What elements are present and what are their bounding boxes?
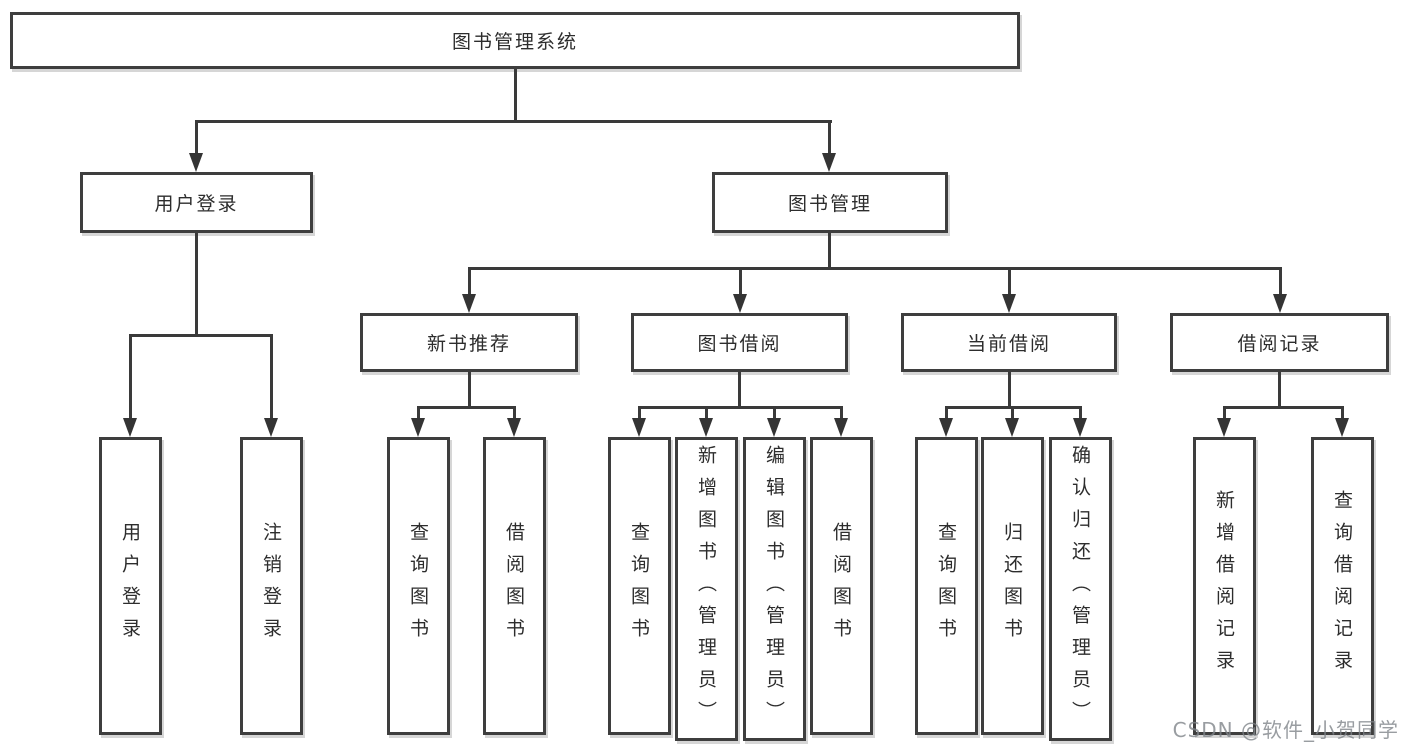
node-book-borrow: 图书借阅: [631, 313, 848, 372]
arrow-down-icon: [189, 153, 203, 172]
arrow-down-icon: [462, 294, 476, 313]
connector-recommend-hbar: [417, 406, 516, 409]
connector-bookmgmt-hbar: [468, 267, 1282, 270]
arrow-down-icon: [699, 418, 713, 437]
connector-root-drop-2: [828, 120, 831, 156]
arrow-down-icon: [1335, 418, 1349, 437]
connector-recommend-drop-2: [513, 406, 516, 420]
leaf-borrow-books-recommend: 借阅图书: [483, 437, 546, 735]
arrow-down-icon: [264, 418, 278, 437]
connector-bookmgmt-drop-2: [739, 267, 742, 296]
connector-records-hbar: [1223, 406, 1344, 409]
connector-borrow-drop-4: [840, 406, 843, 420]
connector-borrow-stem: [738, 372, 741, 409]
arrow-down-icon: [767, 418, 781, 437]
arrow-down-icon: [507, 418, 521, 437]
arrow-down-icon: [834, 418, 848, 437]
leaf-label: 用户登录: [119, 522, 141, 650]
connector-records-stem: [1278, 372, 1281, 409]
connector-borrow-drop-3: [773, 406, 776, 420]
leaf-query-books-recommend: 查询图书: [387, 437, 450, 735]
node-root: 图书管理系统: [10, 12, 1020, 69]
connector-bookmgmt-drop-1: [468, 267, 471, 296]
connector-borrow-drop-2: [705, 406, 708, 420]
leaf-label: 新增图书（管理员）: [695, 445, 717, 733]
connector-root-stem: [514, 69, 517, 121]
arrow-down-icon: [939, 418, 953, 437]
arrow-down-icon: [1217, 418, 1231, 437]
connector-bookmgmt-drop-4: [1279, 267, 1282, 296]
connector-records-drop-1: [1223, 406, 1226, 420]
arrow-down-icon: [1273, 294, 1287, 313]
leaf-logout: 注销登录: [240, 437, 303, 735]
connector-recommend-stem: [468, 372, 471, 409]
arrow-down-icon: [411, 418, 425, 437]
leaf-label: 查询借阅记录: [1331, 490, 1353, 682]
node-new-book-recommend: 新书推荐: [360, 313, 578, 372]
leaf-borrow-books-2: 借阅图书: [810, 437, 873, 735]
connector-current-drop-2: [1011, 406, 1014, 420]
connector-root-hbar: [195, 120, 832, 123]
arrow-down-icon: [822, 153, 836, 172]
leaf-label: 查询图书: [407, 522, 429, 650]
leaf-label: 确认归还（管理员）: [1069, 445, 1091, 733]
connector-borrow-drop-1: [638, 406, 641, 420]
arrow-down-icon: [1005, 418, 1019, 437]
node-book-management: 图书管理: [712, 172, 948, 233]
leaf-label: 归还图书: [1001, 522, 1023, 650]
connector-current-drop-3: [1079, 406, 1082, 420]
connector-current-stem: [1008, 372, 1011, 409]
connector-userlogin-drop-2: [270, 334, 273, 420]
connector-userlogin-stem: [195, 233, 198, 337]
arrow-down-icon: [1073, 418, 1087, 437]
connector-current-drop-1: [945, 406, 948, 420]
leaf-add-book-admin: 新增图书（管理员）: [675, 437, 738, 741]
csdn-watermark: CSDN @软件_小贺同学: [1172, 718, 1399, 742]
node-borrow-records: 借阅记录: [1170, 313, 1389, 372]
leaf-user-login: 用户登录: [99, 437, 162, 735]
leaf-edit-book-admin: 编辑图书（管理员）: [743, 437, 806, 741]
arrow-down-icon: [733, 294, 747, 313]
leaf-label: 编辑图书（管理员）: [763, 445, 785, 733]
node-current-borrow: 当前借阅: [901, 313, 1117, 372]
leaf-query-books-current: 查询图书: [915, 437, 978, 735]
leaf-add-borrow-record: 新增借阅记录: [1193, 437, 1256, 735]
leaf-query-borrow-record: 查询借阅记录: [1311, 437, 1374, 735]
connector-bookmgmt-stem: [828, 233, 831, 270]
connector-bookmgmt-drop-3: [1008, 267, 1011, 296]
connector-userlogin-hbar: [129, 334, 273, 337]
arrow-down-icon: [123, 418, 137, 437]
connector-borrow-hbar: [638, 406, 843, 409]
connector-root-drop-1: [195, 120, 198, 156]
connector-userlogin-drop-1: [129, 334, 132, 420]
arrow-down-icon: [1002, 294, 1016, 313]
leaf-label: 借阅图书: [830, 522, 852, 650]
node-user-login: 用户登录: [80, 172, 313, 233]
leaf-return-book: 归还图书: [981, 437, 1044, 735]
leaf-label: 注销登录: [260, 522, 282, 650]
arrow-down-icon: [632, 418, 646, 437]
leaf-label: 借阅图书: [503, 522, 525, 650]
leaf-label: 新增借阅记录: [1213, 490, 1235, 682]
leaf-confirm-return-admin: 确认归还（管理员）: [1049, 437, 1112, 741]
leaf-label: 查询图书: [628, 522, 650, 650]
leaf-query-books-borrow: 查询图书: [608, 437, 671, 735]
connector-recommend-drop-1: [417, 406, 420, 420]
connector-records-drop-2: [1341, 406, 1344, 420]
leaf-label: 查询图书: [935, 522, 957, 650]
